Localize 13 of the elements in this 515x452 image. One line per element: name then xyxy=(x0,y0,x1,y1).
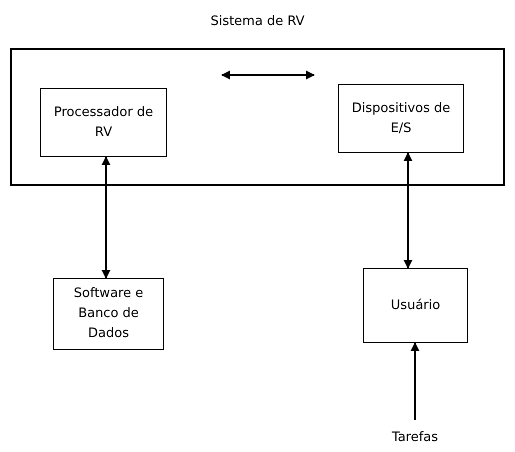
box-label: Software e Banco de Dados xyxy=(72,285,144,343)
box-label: Usuário xyxy=(390,296,442,314)
process-box xyxy=(338,84,464,153)
process-box xyxy=(53,278,164,350)
process-box xyxy=(363,268,468,343)
arrow xyxy=(410,342,420,420)
box-label: Dispositivos de E/S xyxy=(350,100,452,138)
double-arrow xyxy=(221,70,315,80)
double-arrow xyxy=(404,152,412,269)
process-box xyxy=(40,88,167,157)
box-label: Processador de RV xyxy=(52,104,154,142)
frame-heading: Sistema de RV xyxy=(210,13,305,31)
double-arrow xyxy=(102,156,110,279)
